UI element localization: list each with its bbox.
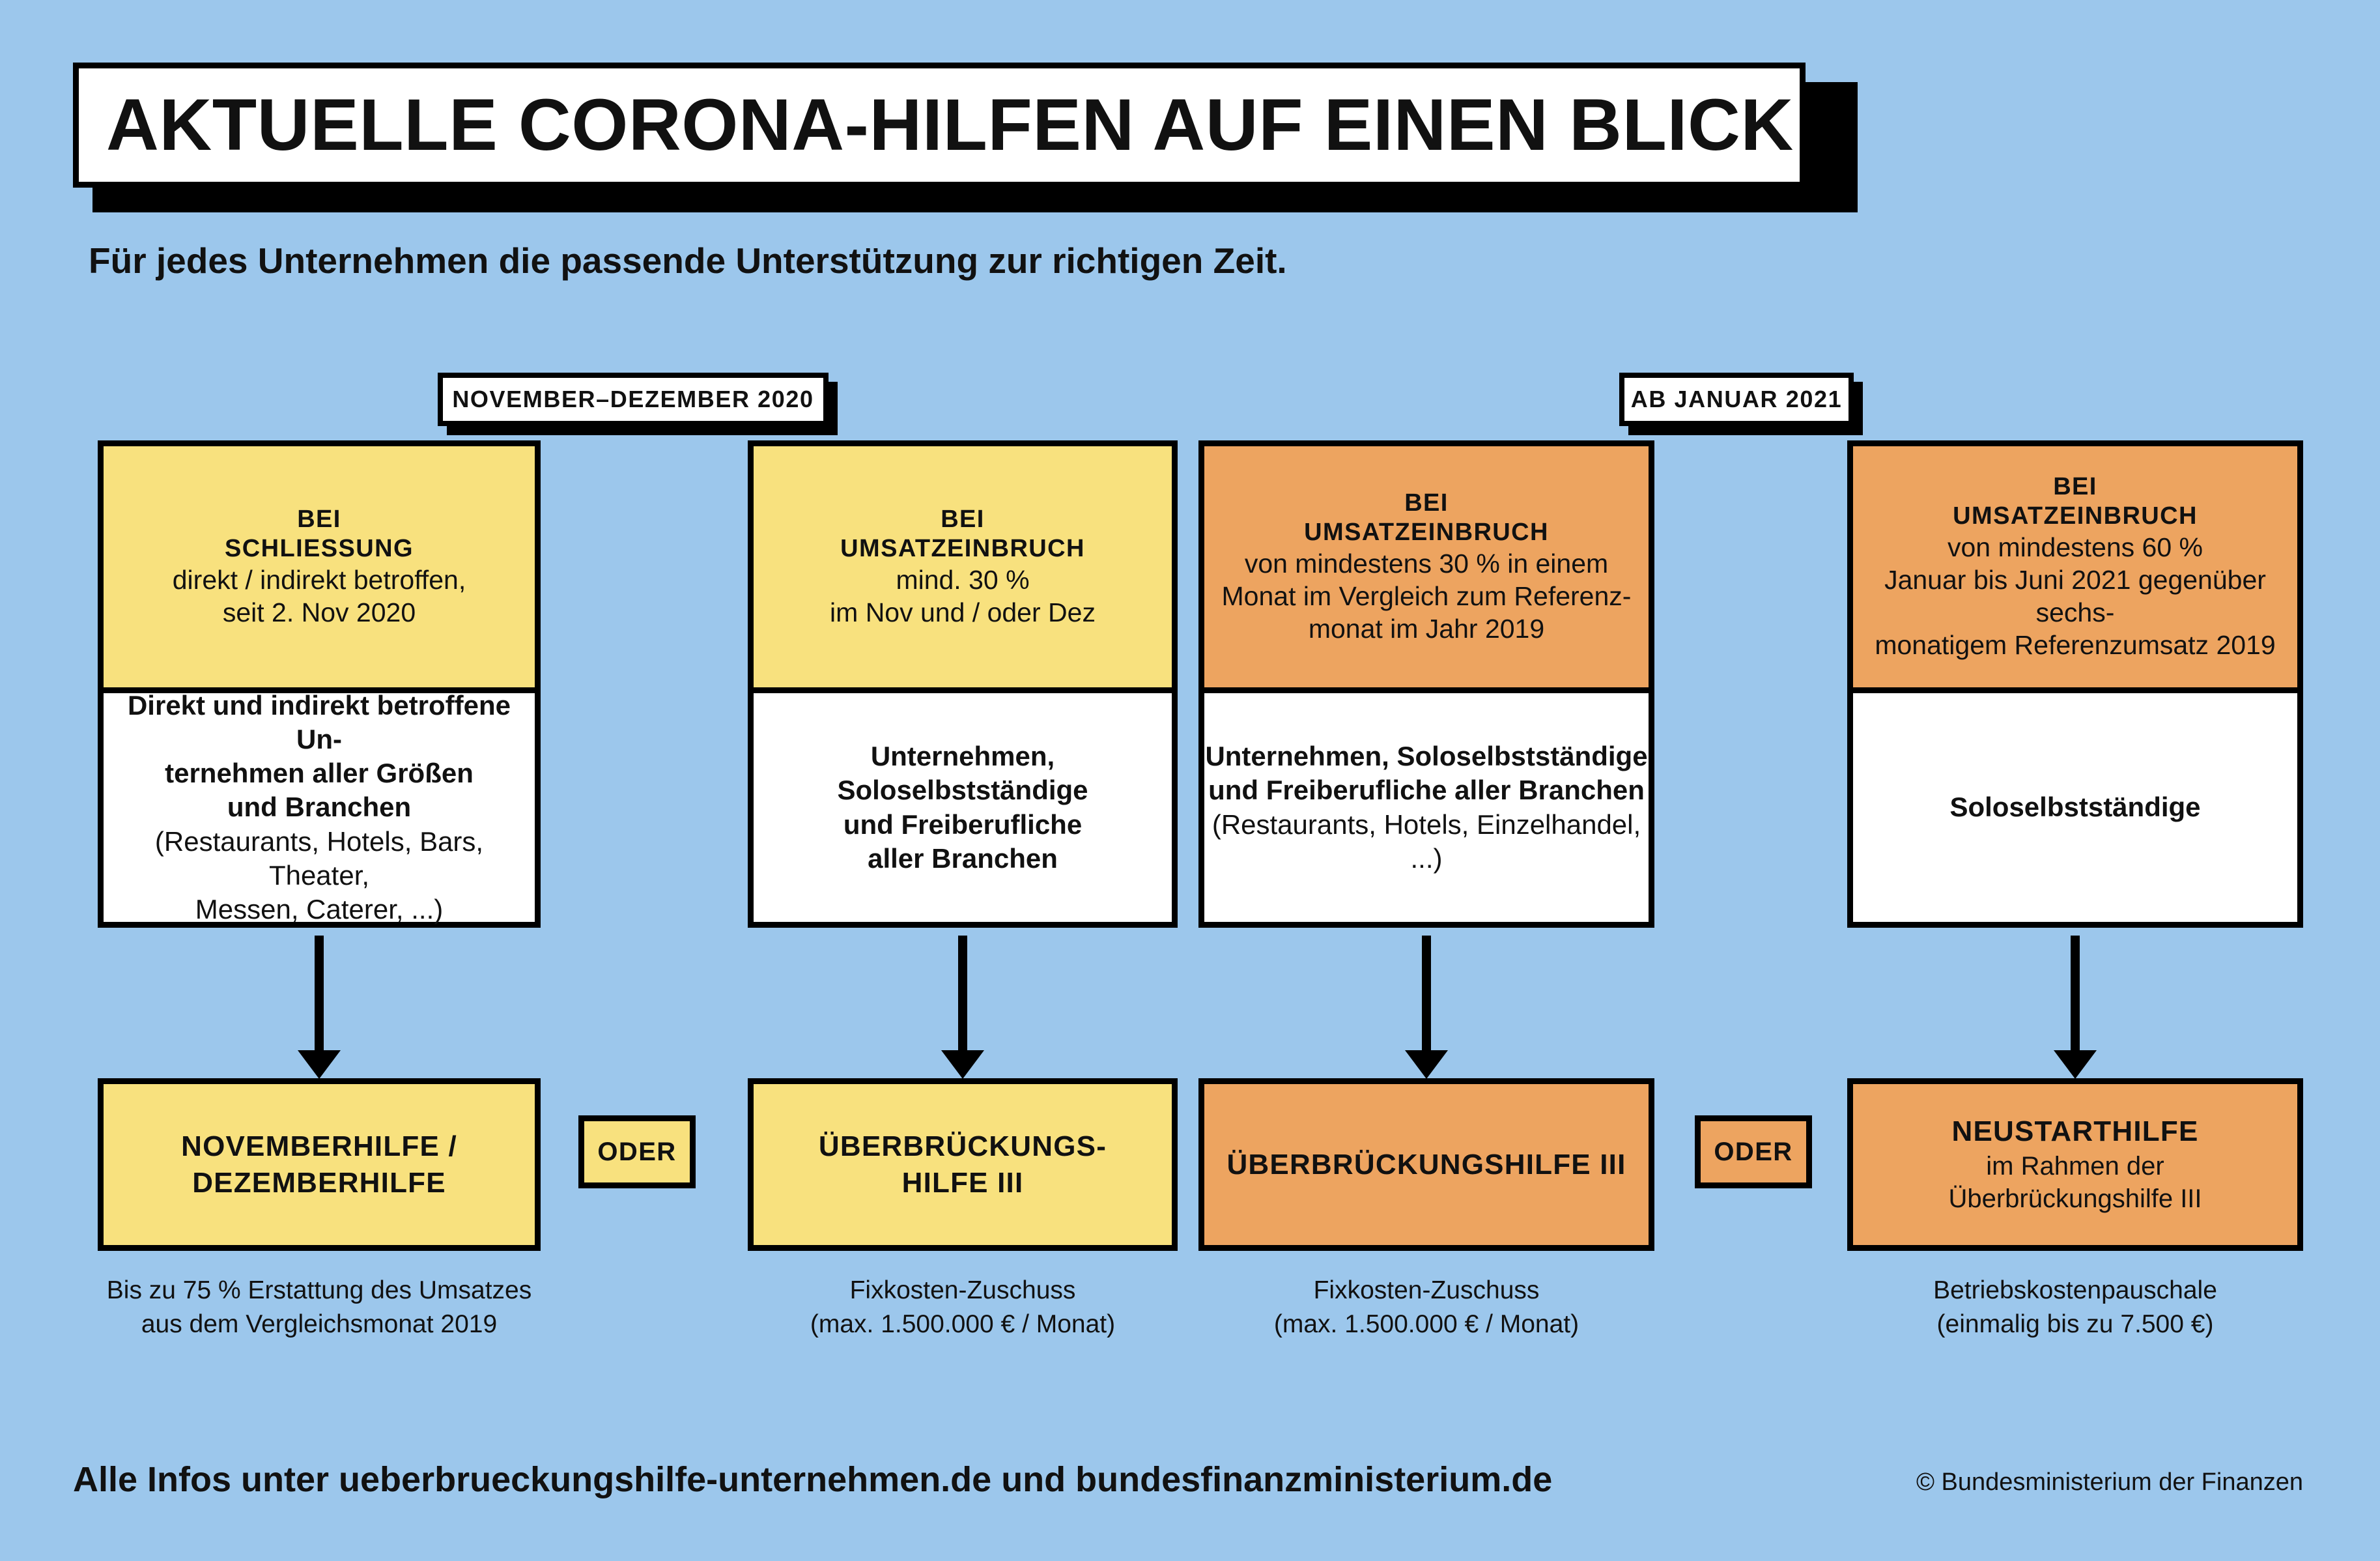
target-line: Unternehmen, — [870, 741, 1055, 772]
target-line: (Restaurants, Hotels, Bars, Theater, — [154, 825, 484, 891]
target-line: Unternehmen, Soloselbstständige — [1205, 741, 1648, 772]
arrow-head-1 — [298, 1050, 341, 1079]
period-tag-box: NOVEMBER–DEZEMBER 2020 — [438, 373, 829, 426]
page-title: AKTUELLE CORONA-HILFEN AUF EINEN BLICK — [106, 84, 1794, 165]
result-box-ueberbrueckungshilfe-iii-2021: ÜBERBRÜCKUNGSHILFE III — [1198, 1078, 1654, 1251]
condition-heading-line2: UMSATZEINBRUCH — [840, 534, 1085, 562]
condition-heading-line1: BEI — [297, 506, 341, 534]
period-label: NOVEMBER–DEZEMBER 2020 — [452, 386, 814, 412]
caption-neustarthilfe: Betriebskostenpauschale (einmalig bis zu… — [1828, 1274, 2323, 1342]
connector-label: ODER — [597, 1137, 677, 1166]
condition-line: monat im Jahr 2019 — [1308, 613, 1545, 644]
title-banner: AKTUELLE CORONA-HILFEN AUF EINEN BLICK — [73, 63, 1858, 212]
period-label: AB JANUAR 2021 — [1630, 386, 1843, 412]
condition-heading-line1: BEI — [2053, 473, 2097, 501]
condition-line: von mindestens 30 % in einem — [1244, 548, 1609, 579]
period-tag-november-dezember-2020: NOVEMBER–DEZEMBER 2020 — [438, 373, 838, 435]
condition-heading-line2: UMSATZEINBRUCH — [1304, 518, 1549, 546]
arrow-head-4 — [2054, 1050, 2097, 1079]
result-box-neustarthilfe: NEUSTARTHILFE im Rahmen der Überbrückung… — [1847, 1078, 2303, 1251]
connector-oder-2: ODER — [1695, 1115, 1812, 1188]
caption-ueberbrueckungshilfe-iii-nov-dez: Fixkosten-Zuschuss (max. 1.500.000 € / M… — [715, 1274, 1210, 1342]
caption-line: aus dem Vergleichsmonat 2019 — [141, 1310, 498, 1339]
condition-card-2: BEI UMSATZEINBRUCH mind. 30 % im Nov und… — [748, 440, 1178, 693]
target-line: Soloselbstständige — [837, 775, 1088, 806]
result-box-novemberhilfe: NOVEMBERHILFE / DEZEMBERHILFE — [98, 1078, 541, 1251]
condition-line: Monat im Vergleich zum Referenz- — [1221, 580, 1632, 611]
result-sub-line: Überbrückungshilfe III — [1948, 1184, 2202, 1214]
target-line: und Branchen — [227, 792, 412, 823]
arrow-line-4 — [2071, 936, 2080, 1059]
caption-novemberhilfe: Bis zu 75 % Erstattung des Umsatzes aus … — [72, 1274, 567, 1342]
result-title-line: NOVEMBERHILFE / — [181, 1130, 457, 1163]
result-box-ueberbrueckungshilfe-iii-nov-dez: ÜBERBRÜCKUNGS- HILFE III — [748, 1078, 1178, 1251]
target-line: aller Branchen — [868, 842, 1058, 874]
target-line: (Restaurants, Hotels, Einzelhandel, ...) — [1211, 809, 1641, 874]
result-title-line: ÜBERBRÜCKUNGS- — [818, 1130, 1107, 1163]
caption-line: Fixkosten-Zuschuss — [1313, 1276, 1540, 1304]
result-title-line: NEUSTARTHILFE — [1951, 1115, 2199, 1148]
condition-heading-line1: BEI — [941, 506, 985, 534]
caption-line: (max. 1.500.000 € / Monat) — [1273, 1310, 1580, 1339]
target-card-4: Soloselbstständige — [1847, 693, 2303, 928]
arrow-line-2 — [958, 936, 967, 1059]
target-line: Soloselbstständige — [1949, 792, 2201, 823]
target-line: und Freiberufliche aller Branchen — [1208, 775, 1645, 806]
condition-card-4: BEI UMSATZEINBRUCH von mindestens 60 % J… — [1847, 440, 2303, 693]
condition-line: Januar bis Juni 2021 gegenüber sechs- — [1884, 564, 2266, 627]
caption-ueberbrueckungshilfe-iii-2021: Fixkosten-Zuschuss (max. 1.500.000 € / M… — [1179, 1274, 1674, 1342]
condition-line: direkt / indirekt betroffen, — [172, 564, 466, 595]
result-title-line: DEZEMBERHILFE — [192, 1166, 446, 1199]
condition-heading-line1: BEI — [1404, 489, 1449, 517]
page-subtitle: Für jedes Unternehmen die passende Unter… — [89, 240, 1287, 281]
caption-line: (einmalig bis zu 7.500 €) — [1936, 1310, 2214, 1339]
arrow-head-2 — [941, 1050, 984, 1079]
period-tag-ab-januar-2021: AB JANUAR 2021 — [1619, 373, 1863, 435]
footer-info-text: Alle Infos unter ueberbrueckungshilfe-un… — [73, 1460, 1553, 1499]
caption-line: Betriebskostenpauschale — [1933, 1276, 2217, 1304]
condition-card-3: BEI UMSATZEINBRUCH von mindestens 30 % i… — [1198, 440, 1654, 693]
connector-oder-1: ODER — [578, 1115, 696, 1188]
arrow-head-3 — [1405, 1050, 1448, 1079]
footer-copyright: © Bundesministerium der Finanzen — [1916, 1468, 2303, 1496]
target-line: Messen, Caterer, ...) — [195, 893, 444, 924]
condition-line: seit 2. Nov 2020 — [222, 597, 416, 627]
condition-line: monatigem Referenzumsatz 2019 — [1875, 629, 2276, 660]
result-title-line: ÜBERBRÜCKUNGSHILFE III — [1226, 1148, 1626, 1181]
condition-line: von mindestens 60 % — [1947, 532, 2203, 562]
arrow-line-3 — [1422, 936, 1431, 1059]
caption-line: (max. 1.500.000 € / Monat) — [810, 1310, 1116, 1339]
target-line: und Freiberufliche — [843, 809, 1083, 840]
condition-heading-line2: UMSATZEINBRUCH — [1953, 502, 2198, 530]
arrow-line-1 — [315, 936, 324, 1059]
target-card-2: Unternehmen, Soloselbstständige und Frei… — [748, 693, 1178, 928]
result-sub-line: im Rahmen der — [1986, 1151, 2164, 1181]
target-line: ternehmen aller Größen — [165, 758, 474, 789]
period-tag-box: AB JANUAR 2021 — [1619, 373, 1854, 426]
target-line: Direkt und indirekt betroffene Un- — [127, 690, 511, 755]
condition-card-1: BEI SCHLIESSUNG direkt / indirekt betrof… — [98, 440, 541, 693]
connector-label: ODER — [1714, 1137, 1793, 1166]
target-card-3: Unternehmen, Soloselbstständige und Frei… — [1198, 693, 1654, 928]
caption-line: Bis zu 75 % Erstattung des Umsatzes — [106, 1276, 532, 1304]
caption-line: Fixkosten-Zuschuss — [849, 1276, 1076, 1304]
condition-line: mind. 30 % — [896, 564, 1030, 595]
condition-heading-line2: SCHLIESSUNG — [225, 534, 414, 562]
result-title-line: HILFE III — [901, 1166, 1024, 1199]
title-box: AKTUELLE CORONA-HILFEN AUF EINEN BLICK — [73, 63, 1806, 188]
target-card-1: Direkt und indirekt betroffene Un- terne… — [98, 690, 541, 928]
condition-line: im Nov und / oder Dez — [830, 597, 1096, 627]
